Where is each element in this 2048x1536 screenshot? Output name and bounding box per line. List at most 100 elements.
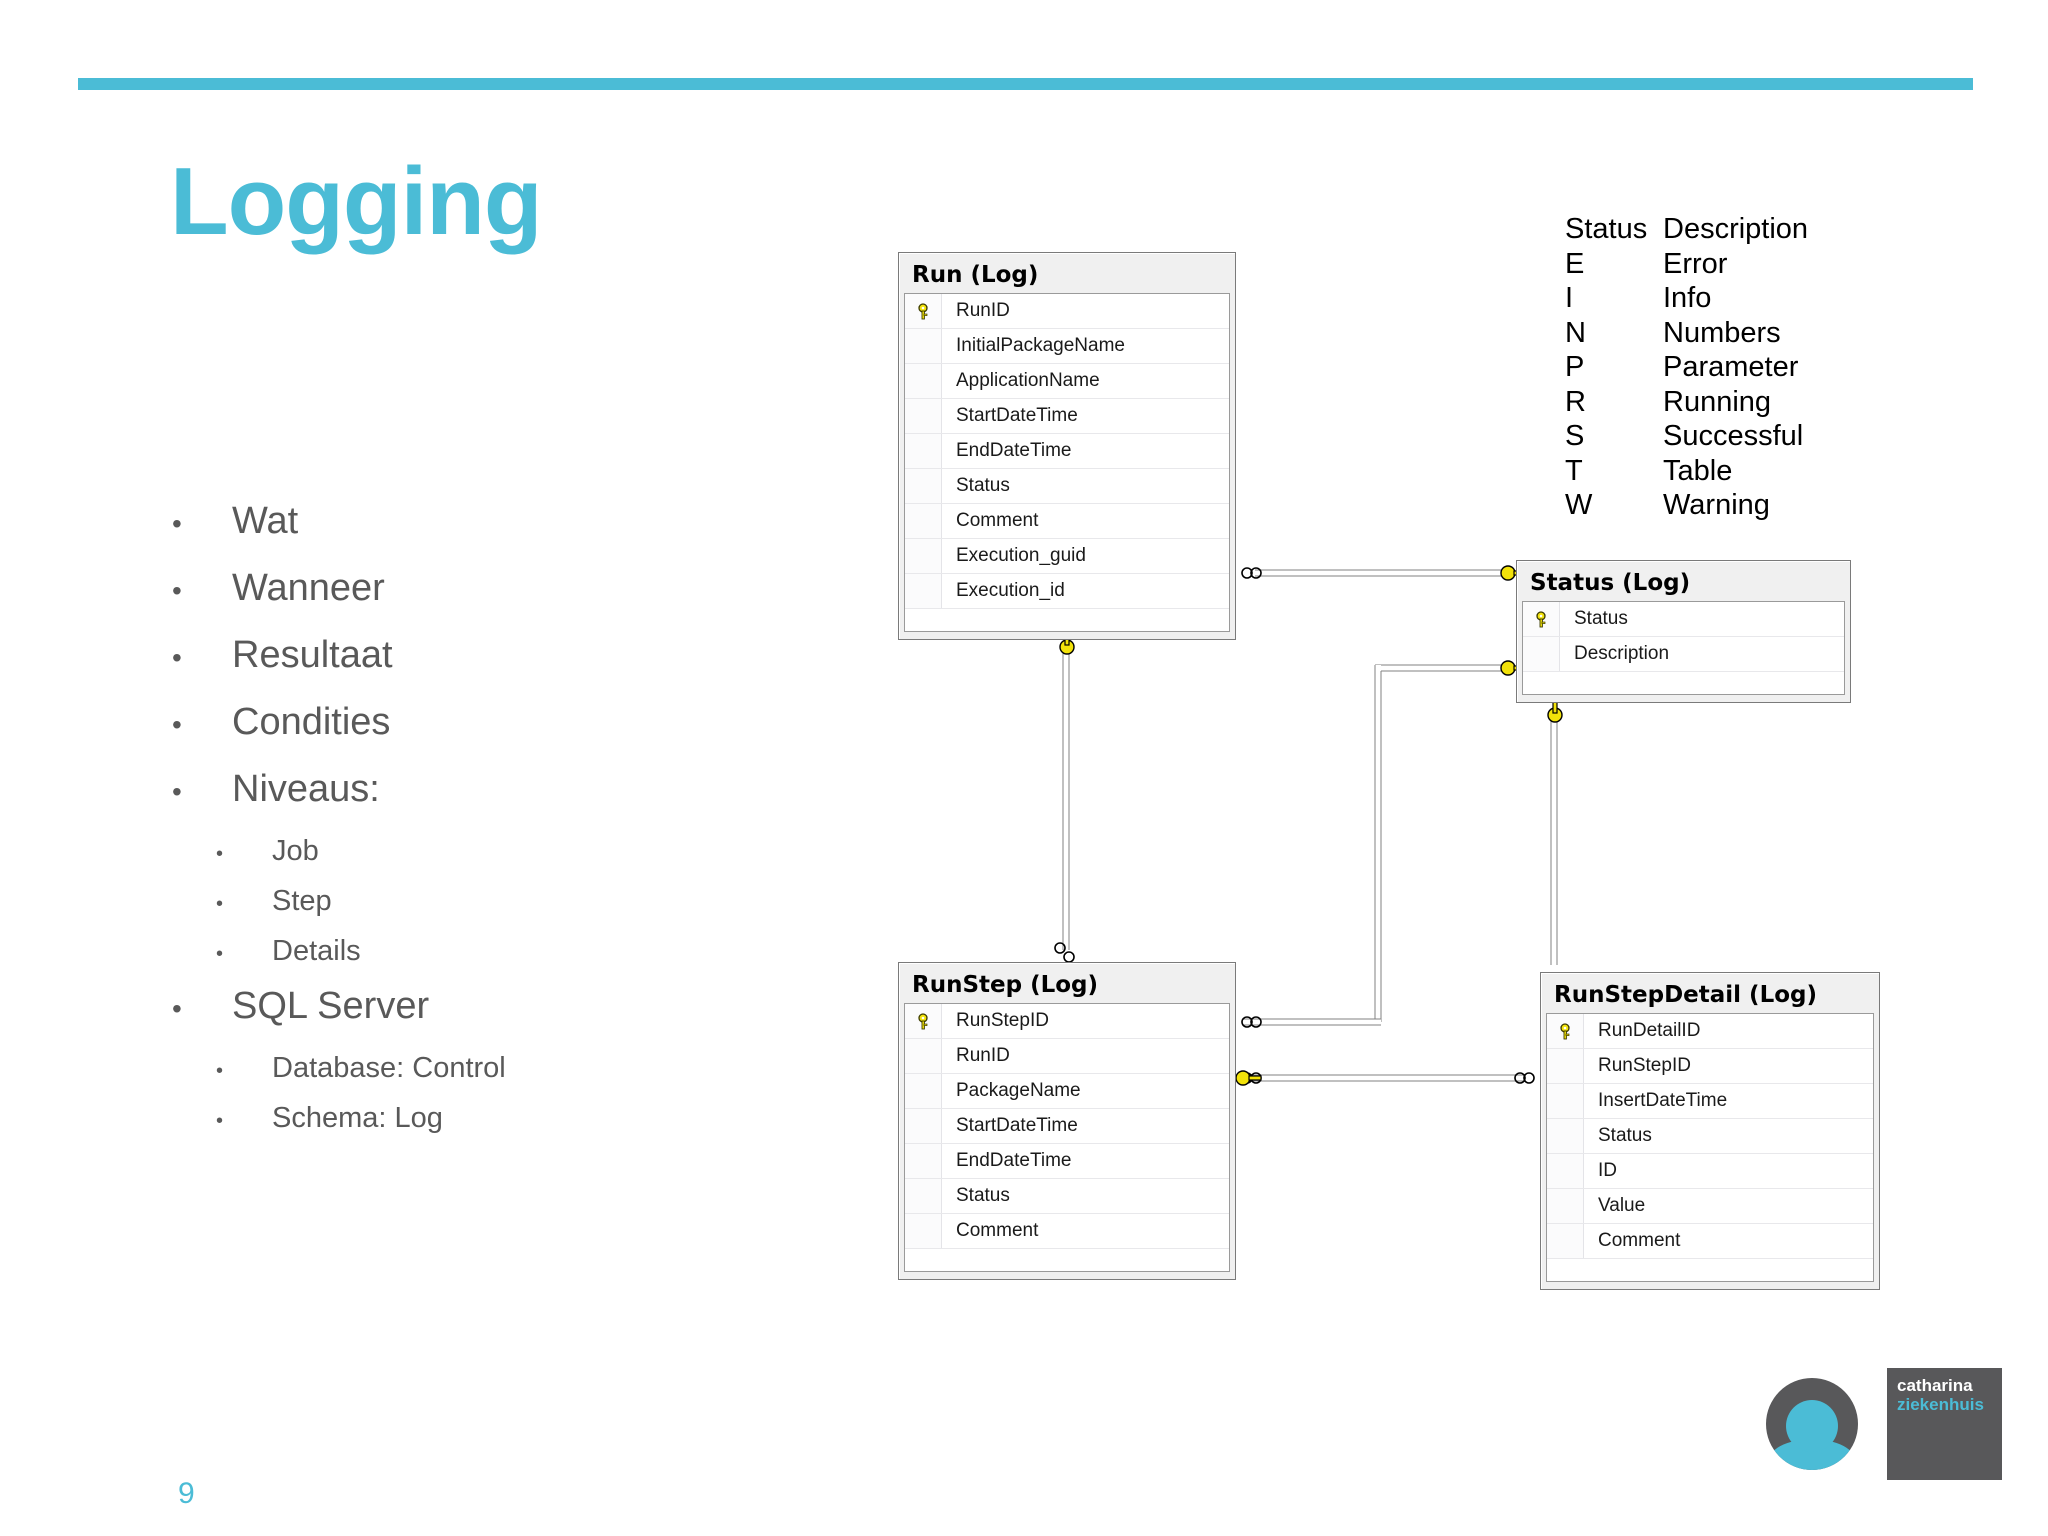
er-table-filler xyxy=(1547,1259,1873,1281)
er-field-label: PackageName xyxy=(956,1080,1081,1101)
table-row[interactable]: Status xyxy=(1523,602,1844,637)
er-field-label: Execution_guid xyxy=(956,545,1086,566)
er-field-label: Comment xyxy=(956,1220,1039,1241)
er-table-filler xyxy=(905,1249,1229,1271)
er-field-label: InitialPackageName xyxy=(956,335,1125,356)
list-item-label: Resultaat xyxy=(232,634,393,676)
list-item: • Niveaus: xyxy=(168,768,788,835)
er-field-label: Description xyxy=(1574,643,1670,664)
table-row[interactable]: InitialPackageName xyxy=(905,329,1229,364)
logo-brand-line1: catharina xyxy=(1897,1376,1973,1395)
er-field-label: RunID xyxy=(956,300,1010,321)
er-table-fields: RunID InitialPackageName ApplicationName… xyxy=(904,293,1230,632)
list-item-label: Step xyxy=(272,885,332,917)
legend-header-row: Status Description xyxy=(1565,212,1808,247)
top-accent-bar xyxy=(78,78,1973,90)
primary-key-icon xyxy=(1547,1014,1584,1048)
table-row[interactable]: Execution_id xyxy=(905,574,1229,609)
table-row[interactable]: RunStepID xyxy=(1547,1049,1873,1084)
bullet-list: • Wat • Wanneer • Resultaat • Condities … xyxy=(168,500,788,1152)
table-row[interactable]: Status xyxy=(1547,1119,1873,1154)
legend-code: T xyxy=(1565,454,1583,487)
list-item-label: Job xyxy=(272,835,319,867)
table-row[interactable]: Description xyxy=(1523,637,1844,672)
list-item-label: SQL Server xyxy=(232,985,430,1027)
er-table-run[interactable]: Run (Log) RunID InitialPackageName Appli… xyxy=(898,252,1236,640)
field-key-cell xyxy=(905,364,942,398)
table-row[interactable]: RunID xyxy=(905,294,1229,329)
legend-code: E xyxy=(1565,247,1585,280)
er-table-title: RunStep (Log) xyxy=(912,972,1099,998)
table-row[interactable]: Execution_guid xyxy=(905,539,1229,574)
er-table-title: Status (Log) xyxy=(1530,570,1691,596)
table-row[interactable]: Comment xyxy=(1547,1224,1873,1259)
table-row[interactable]: RunStepID xyxy=(905,1004,1229,1039)
bullet-dot-icon: • xyxy=(172,508,182,539)
er-table-fields: RunDetailID RunStepID InsertDateTime Sta… xyxy=(1546,1013,1874,1282)
field-key-cell xyxy=(905,434,942,468)
list-item-label: Database: Control xyxy=(272,1052,506,1084)
bullet-dot-icon: • xyxy=(172,642,182,673)
er-table-runstep[interactable]: RunStep (Log) RunStepID RunID PackageNam… xyxy=(898,962,1236,1280)
er-field-label: Status xyxy=(1574,608,1628,629)
table-row[interactable]: EndDateTime xyxy=(905,1144,1229,1179)
list-item-label: Details xyxy=(272,935,361,967)
er-field-label: RunStepID xyxy=(1598,1055,1691,1076)
list-item: • Step xyxy=(168,885,788,935)
legend-description: Info xyxy=(1663,282,1712,314)
table-row[interactable]: StartDateTime xyxy=(905,1109,1229,1144)
primary-key-icon xyxy=(905,294,942,328)
er-table-runstepdetail[interactable]: RunStepDetail (Log) RunDetailID RunStepI… xyxy=(1540,972,1880,1290)
table-row[interactable]: ID xyxy=(1547,1154,1873,1189)
er-field-label: Comment xyxy=(956,510,1039,531)
bullet-dot-icon: • xyxy=(172,776,182,807)
field-key-cell xyxy=(905,504,942,538)
er-table-status[interactable]: Status (Log) Status Description xyxy=(1516,560,1851,703)
list-item: • Wat xyxy=(168,500,788,567)
list-item: • SQL Server xyxy=(168,985,788,1052)
logo-head-shape xyxy=(1786,1400,1838,1452)
field-key-cell xyxy=(905,1109,942,1143)
bullet-dot-icon: • xyxy=(172,709,182,740)
bullet-dot-icon: • xyxy=(216,843,224,865)
er-table-fields: RunStepID RunID PackageName StartDateTim… xyxy=(904,1003,1230,1272)
primary-key-icon xyxy=(905,1004,942,1038)
legend-description: Error xyxy=(1663,247,1728,280)
table-row[interactable]: ApplicationName xyxy=(905,364,1229,399)
field-key-cell xyxy=(905,469,942,503)
field-key-cell xyxy=(905,329,942,363)
list-item: • Details xyxy=(168,935,788,985)
table-row[interactable]: PackageName xyxy=(905,1074,1229,1109)
table-row[interactable]: Status xyxy=(905,1179,1229,1214)
er-field-label: EndDateTime xyxy=(956,440,1072,461)
legend-row: W Warning xyxy=(1565,488,1808,523)
legend-code: S xyxy=(1565,420,1585,452)
table-row[interactable]: StartDateTime xyxy=(905,399,1229,434)
field-key-cell xyxy=(905,1179,942,1213)
table-row[interactable]: EndDateTime xyxy=(905,434,1229,469)
bullet-dot-icon: • xyxy=(216,943,224,965)
table-row[interactable]: Value xyxy=(1547,1189,1873,1224)
table-row[interactable]: Comment xyxy=(905,1214,1229,1249)
bullet-dot-icon: • xyxy=(216,1060,224,1082)
er-field-label: Status xyxy=(1598,1125,1652,1146)
table-row[interactable]: RunID xyxy=(905,1039,1229,1074)
legend-code: W xyxy=(1565,489,1593,521)
er-field-label: RunStepID xyxy=(956,1010,1049,1031)
table-row[interactable]: Status xyxy=(905,469,1229,504)
field-key-cell xyxy=(1547,1084,1584,1118)
page-number: 9 xyxy=(178,1477,195,1510)
catharina-ziekenhuis-logo: catharina ziekenhuis xyxy=(1887,1368,2002,1480)
legend-code: I xyxy=(1565,282,1574,314)
legend-row: R Running xyxy=(1565,385,1808,420)
table-row[interactable]: RunDetailID xyxy=(1547,1014,1873,1049)
bullet-dot-icon: • xyxy=(216,1110,224,1132)
table-row[interactable]: Comment xyxy=(905,504,1229,539)
list-item: • Schema: Log xyxy=(168,1102,788,1152)
legend-description: Running xyxy=(1663,385,1772,418)
table-row[interactable]: InsertDateTime xyxy=(1547,1084,1873,1119)
er-field-label: Execution_id xyxy=(956,580,1065,601)
legend-description: Successful xyxy=(1663,420,1804,452)
er-field-label: RunID xyxy=(956,1045,1010,1066)
